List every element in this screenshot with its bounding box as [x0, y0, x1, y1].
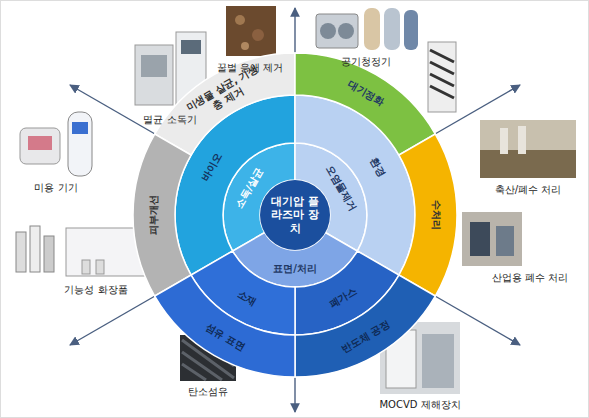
sector-fill [133, 134, 191, 296]
sector-label: 폐가스 [314, 278, 372, 318]
image-caption: 공기청정기 [341, 55, 391, 69]
image-caption: 꿀벌 응애 제거 [217, 61, 283, 75]
sector-fill [295, 53, 435, 155]
sector-fill [233, 233, 358, 288]
image-caption: 미용 기기 [34, 181, 77, 195]
sector-label: 소재 [218, 278, 276, 318]
sector-label: 바이오 [192, 138, 232, 196]
sector-fill [295, 251, 399, 335]
sector-fill [399, 134, 457, 296]
sector-label: 반도체 공정 [324, 310, 408, 365]
radial-arrow [294, 8, 295, 53]
carbon-fiber-photo [180, 335, 236, 381]
center-circle: 대기압 플라즈마 장치 [260, 180, 330, 250]
wastewater-photo [462, 212, 522, 266]
sector-fill [295, 275, 435, 377]
sector-fill [155, 53, 295, 155]
beehive-image [226, 6, 276, 56]
beauty-device-photo [20, 112, 92, 176]
sector-fill [223, 143, 295, 251]
sector-label: 섬유 표면 [183, 310, 267, 365]
radial-arrow [70, 296, 155, 345]
sector-label: 피부개선 [148, 175, 160, 255]
air-purifier-image [316, 8, 456, 112]
sector-fill [155, 275, 295, 377]
image-caption: 탄소섬유 [188, 385, 228, 399]
image-caption: 축산/폐수 처리 [495, 183, 562, 197]
sector-fill [191, 251, 295, 335]
cosmetics-photo [16, 226, 176, 276]
image-caption: 멸균 소독기 [143, 113, 196, 127]
radial-arrow [294, 377, 295, 412]
mocvd-photo [380, 322, 460, 394]
sector-label: 수처리 [430, 175, 442, 255]
radial-arrows [70, 8, 520, 412]
sector-fill [295, 95, 415, 275]
livestock-photo [480, 120, 576, 178]
image-caption: 기능성 화장품 [64, 283, 127, 297]
sector-label: 환경 [358, 138, 398, 196]
sterilizer-image [135, 32, 206, 108]
sector-fill [295, 143, 367, 251]
image-caption: MOCVD 제해장치 [379, 398, 460, 412]
sector-label: 대기정화 [328, 68, 403, 118]
sector-label: 표면/처리 [265, 263, 325, 275]
image-caption: 산업용 폐수 처리 [492, 271, 568, 285]
center-label: 대기압 플라즈마 장치 [266, 195, 324, 235]
